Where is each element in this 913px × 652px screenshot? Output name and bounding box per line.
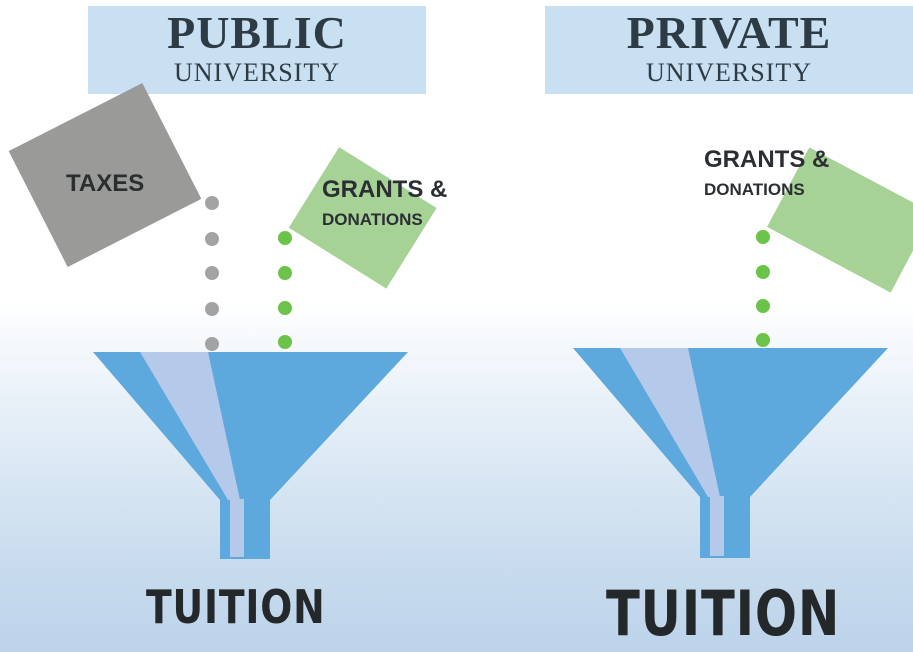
private-grants-box (767, 147, 913, 293)
public-grants-label-line1: GRANTS & (322, 176, 448, 203)
taxes-label: TAXES (66, 170, 145, 197)
private-university-header: PRIVATE UNIVERSITY (545, 6, 913, 94)
public-title: PUBLIC (167, 7, 347, 58)
private-funnel (573, 348, 888, 558)
public-university-header: PUBLIC UNIVERSITY (88, 6, 426, 94)
private-title: PRIVATE (626, 7, 832, 58)
private-grants-dots (756, 230, 770, 347)
private-grants-label-line1: GRANTS & (704, 146, 830, 173)
taxes-dots (205, 196, 219, 351)
public-tuition-label: TUITION (146, 580, 326, 634)
public-grants-dots (278, 231, 292, 349)
public-grants-box (288, 147, 437, 289)
private-tuition-label: TUITION (606, 577, 841, 650)
public-grants-label-line2: DONATIONS (322, 210, 423, 229)
private-grants-label-line2: DONATIONS (704, 180, 805, 199)
public-subtitle: UNIVERSITY (174, 58, 340, 87)
public-funnel (93, 352, 408, 559)
private-subtitle: UNIVERSITY (646, 58, 812, 87)
taxes-box (8, 83, 202, 267)
